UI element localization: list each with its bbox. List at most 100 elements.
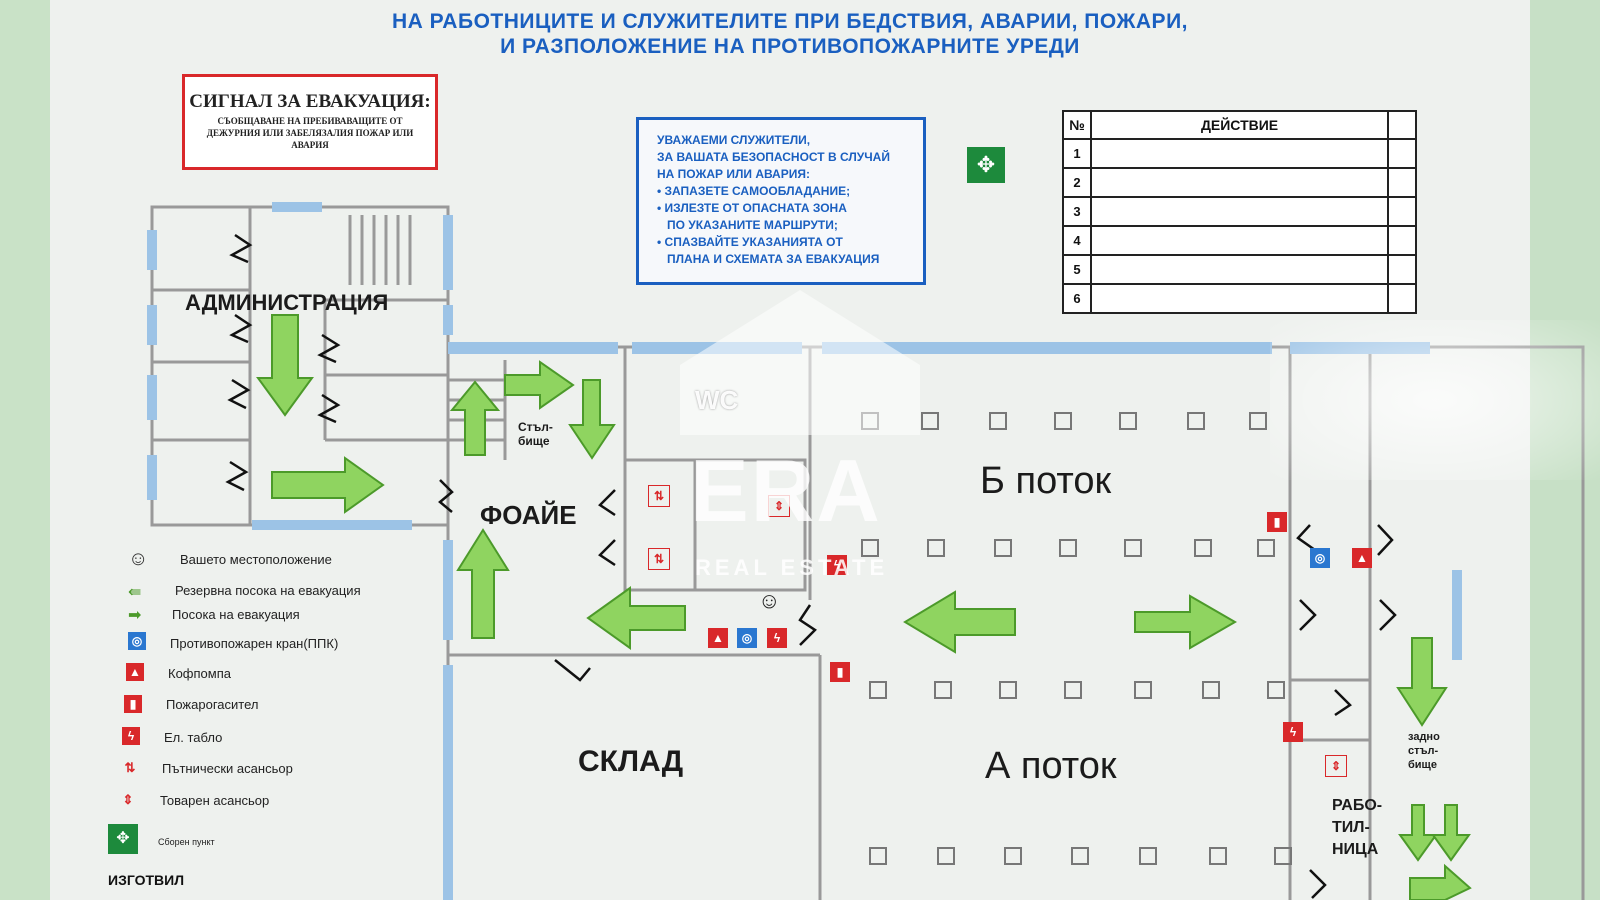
arrow-right-icon [271,456,385,514]
legend-item-reserve-direction: Резервна посока на евакуация [175,583,361,598]
table-cell [1089,196,1390,227]
fire-pump-icon: ▲ [708,628,728,648]
table-cell [1387,283,1417,314]
room-label-flow-b: Б поток [980,460,1112,502]
room-label-workshop: РАБО- ТИЛ- НИЦА [1332,797,1383,858]
room-label-stairs: Стъл- бище [518,420,553,448]
notice-line: ПО УКАЗАНИТЕ МАРШРУТИ; [667,218,838,232]
notice-line: ЗА ВАШАТА БЕЗОПАСНОСТ В СЛУЧАЙ [657,150,890,164]
watermark-subtitle: REAL ESTATE [695,555,889,580]
table-cell [1387,225,1417,256]
table-row-number: 1 [1062,138,1092,169]
table-row: 4 [1062,225,1417,256]
fire-pump-icon: ▲ [1352,548,1372,568]
table-row: 5 [1062,254,1417,285]
notice-line: УВАЖАЕМИ СЛУЖИТЕЛИ, [657,133,811,147]
freight-elevator-icon: ⇕ [122,792,134,807]
fire-hydrant-icon: ◎ [1310,548,1330,568]
table-header-row: № ДЕЙСТВИЕ [1062,110,1417,140]
extinguisher-icon: ▮ [1267,512,1287,532]
electric-panel-icon: ϟ [827,555,847,575]
passenger-elevator-icon: ⇅ [648,485,670,507]
table-header-action: ДЕЙСТВИЕ [1089,110,1390,140]
reserve-arrow-icon [1398,804,1438,862]
legend-item-passenger-elevator: Пътнически асансьор [162,761,293,776]
legend-item-pump: Кофпомпа [168,666,231,681]
table-cell [1089,138,1390,169]
fire-hydrant-icon: ◎ [737,628,757,648]
signal-title: СИГНАЛ ЗА ЕВАКУАЦИЯ: [189,91,431,112]
notice-line: • ИЗЛЕЗТЕ ОТ ОПАСНАТА ЗОНА [657,201,847,215]
table-row-number: 4 [1062,225,1092,256]
notice-line: • ЗАПАЗЕТЕ САМООБЛАДАНИЕ; [657,184,851,198]
notice-line: НА ПОЖАР ИЛИ АВАРИЯ: [657,167,810,181]
assembly-point-icon: ✥ [108,824,138,854]
you-are-here-smiley-icon: ☺ [758,588,781,613]
poster-title-line-1: НА РАБОТНИЦИТЕ И СЛУЖИТЕЛИТЕ ПРИ БЕДСТВИ… [391,10,1188,33]
freight-elevator-icon: ⇕ [768,495,790,517]
signal-subtitle: СЪОБЩАВАНЕ НА ПРЕБИВАВАЩИТЕ ОТ ДЕЖУРНИЯ … [206,116,414,150]
room-label-admin: АДМИНИСТРАЦИЯ [185,290,389,315]
legend-item-extinguisher: Пожарогасител [166,697,259,712]
legend-item-hydrant: Противопожарен кран(ППК) [170,636,339,651]
watermark-brand: ERA [690,441,882,540]
reserve-arrow-icon [1431,804,1471,862]
plan-columns [861,412,1292,865]
arrow-up-icon [449,380,501,456]
legend-item-assembly-point: Сборен пункт [158,837,215,847]
legend-item-location: Вашето местоположение [180,552,332,567]
arrow-up-icon [456,528,510,639]
evacuation-arrows [256,314,1472,900]
table-row: 2 [1062,167,1417,198]
table-row-number: 2 [1062,167,1092,198]
room-label-foyer: ФОАЙЕ [480,500,577,530]
table-cell [1089,225,1390,256]
table-row: 6 [1062,283,1417,314]
table-row-number: 6 [1062,283,1092,314]
passenger-elevator-icon: ⇅ [124,760,136,775]
table-cell [1089,254,1390,285]
reserve-arrow-down-icon [1396,637,1448,727]
room-label-warehouse: СКЛАД [578,745,684,778]
plan-doors [225,233,1397,899]
legend-item-direction: Посока на евакуация [172,607,300,622]
table-row-number: 5 [1062,254,1092,285]
watermark-house-icon [680,290,920,435]
evacuation-signal-box: СИГНАЛ ЗА ЕВАКУАЦИЯ: СЪОБЩАВАНЕ НА ПРЕБИ… [182,74,438,170]
reserve-arrow-right-icon [1134,594,1237,650]
actions-table: № ДЕЙСТВИЕ 1 2 3 4 5 6 [1062,110,1417,314]
table-row: 1 [1062,138,1417,169]
arrow-down-icon [256,314,314,417]
photo-glare [1270,320,1600,480]
fire-pump-icon: ▲ [126,663,144,681]
freight-elevator-icon: ⇕ [1325,755,1347,777]
arrow-down-icon [568,379,616,460]
table-cell [1089,167,1390,198]
made-by-label: ИЗГОТВИЛ [108,872,185,888]
room-label-flow-a: А поток [985,745,1117,787]
assembly-point-sign-icon: ✥ [967,147,1005,183]
table-row: 3 [1062,196,1417,227]
notice-line: ПЛАНА И СХЕМАТА ЗА ЕВАКУАЦИЯ [667,252,880,266]
arrow-left-icon [903,590,1016,654]
watermark-wc-text: WC [695,385,739,415]
arrow-right-icon [1409,863,1472,900]
notice-line: • СПАЗВАЙТЕ УКАЗАНИЯТА ОТ [657,235,843,249]
arrow-icon: ➡ [128,607,142,624]
electric-panel-icon: ϟ [122,727,140,745]
smiley-icon: ☺ [128,548,149,570]
passenger-elevator-icon: ⇅ [648,548,670,570]
legend-item-freight-elevator: Товарен асансьор [160,793,270,808]
wall-background-left [0,0,50,900]
table-cell [1387,138,1417,169]
electric-panel-icon: ϟ [1283,722,1303,742]
extinguisher-icon: ▮ [830,662,850,682]
table-cell [1387,167,1417,198]
table-row-number: 3 [1062,196,1092,227]
electric-panel-icon: ϟ [767,628,787,648]
extinguisher-icon: ▮ [124,695,142,713]
arrow-left-icon [586,586,686,650]
poster-title-line-2: И РАЗПОЛОЖЕНИЕ НА ПРОТИВОПОЖАРНИТЕ УРЕДИ [500,35,1080,58]
